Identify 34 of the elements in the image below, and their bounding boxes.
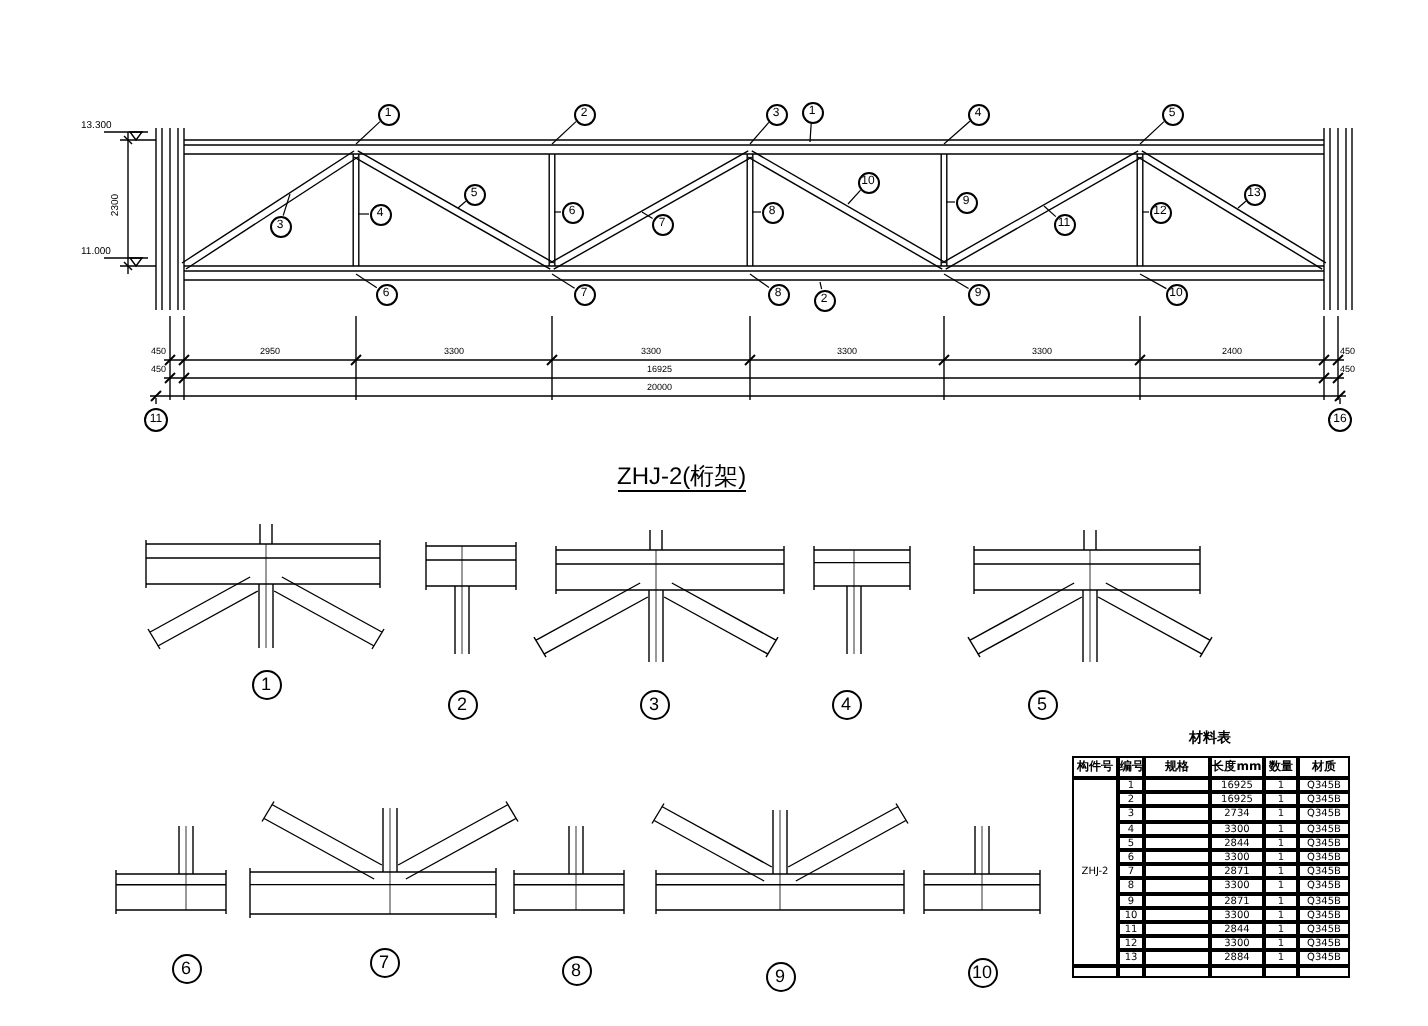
leader-line bbox=[943, 273, 970, 289]
leader-line bbox=[1141, 211, 1150, 213]
detail-number: 4 bbox=[831, 689, 861, 719]
leader-line bbox=[1139, 273, 1167, 290]
leader-line bbox=[551, 121, 577, 145]
leader-line bbox=[751, 211, 762, 213]
detail-number: 1 bbox=[251, 669, 281, 699]
detail-number: 6 bbox=[171, 953, 201, 983]
detail-number: 2 bbox=[447, 689, 477, 719]
leader-line bbox=[945, 201, 956, 203]
leader-line bbox=[457, 200, 467, 209]
leader-line bbox=[282, 193, 291, 217]
detail-number: 7 bbox=[369, 947, 399, 977]
leader-line bbox=[553, 211, 562, 213]
leader-line bbox=[1237, 200, 1247, 209]
leader-line bbox=[943, 120, 971, 145]
leader-line bbox=[355, 121, 381, 145]
leader-line bbox=[1139, 121, 1165, 145]
leader-line bbox=[641, 211, 654, 219]
detail-number: 8 bbox=[561, 955, 591, 985]
leader-line bbox=[1043, 205, 1057, 218]
detail-number: 10 bbox=[967, 957, 997, 987]
drawing-title: ZHJ-2(桁架) bbox=[617, 464, 747, 492]
leader-line bbox=[809, 122, 812, 143]
detail-number: 3 bbox=[639, 689, 669, 719]
leader-line bbox=[749, 273, 770, 289]
leader-line bbox=[551, 273, 576, 289]
leader-line bbox=[355, 273, 378, 289]
leader-line bbox=[357, 213, 370, 215]
leader-line bbox=[749, 121, 770, 145]
leader-line bbox=[847, 189, 862, 205]
detail-number: 9 bbox=[765, 961, 795, 991]
leader-line bbox=[819, 281, 823, 290]
detail-number: 5 bbox=[1027, 689, 1057, 719]
